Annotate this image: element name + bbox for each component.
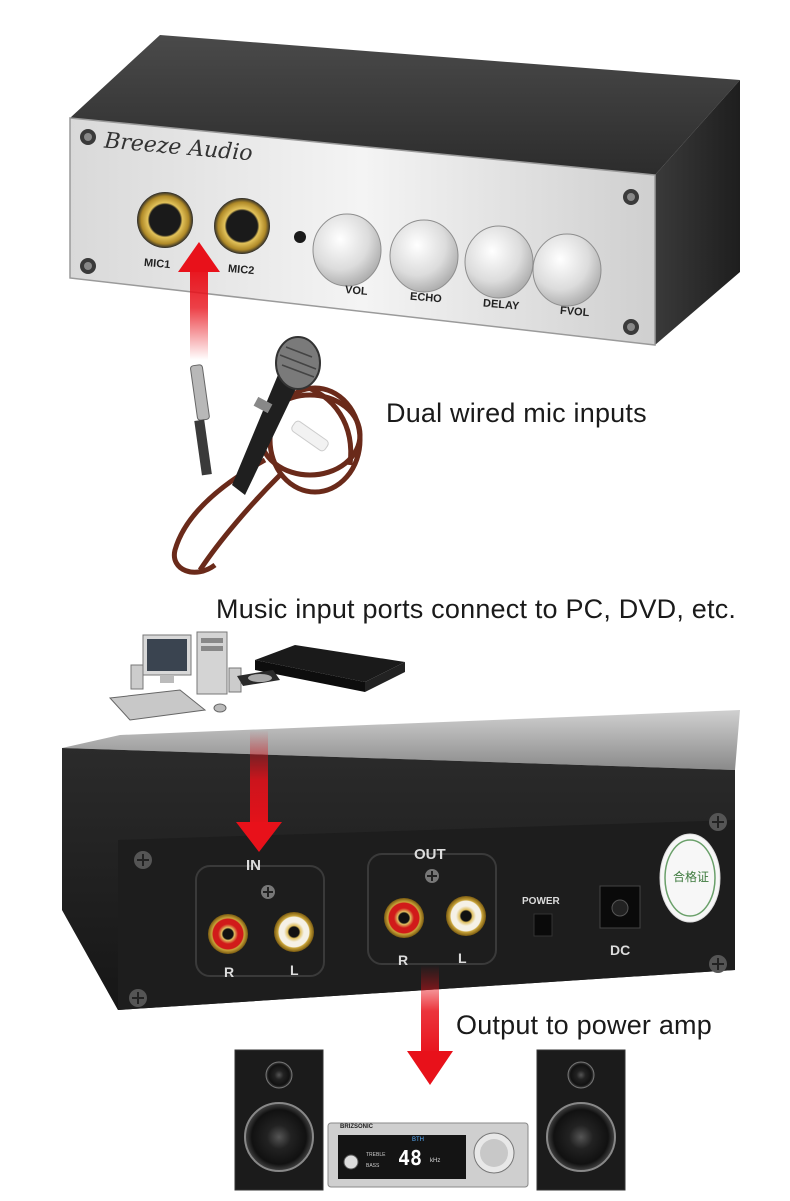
arrow-down-output-icon — [405, 965, 455, 1090]
screw-icon — [80, 129, 639, 335]
pc-dvd-image — [105, 630, 415, 725]
in-r-label: R — [224, 964, 235, 980]
mic1-label: MIC1 — [143, 256, 171, 272]
mic2-label: MIC2 — [227, 262, 255, 278]
rca-out-right — [384, 898, 424, 938]
caption-music-input: Music input ports connect to PC, DVD, et… — [216, 594, 737, 624]
rca-in-right — [208, 914, 248, 954]
out-label: OUT — [414, 846, 446, 863]
rca-out-left — [446, 896, 486, 936]
led-indicator — [294, 231, 306, 243]
out-l-label: L — [458, 950, 467, 966]
certificate-sticker — [659, 833, 721, 923]
amp-brand: BRIZSONIC — [340, 1124, 373, 1130]
speakers-amp-image: BRIZSONIC BTH TREBLE BASS 48 kHz — [230, 1045, 630, 1195]
dc-label: DC — [610, 942, 631, 958]
knob-group — [312, 213, 602, 307]
mic2-jack — [214, 198, 270, 254]
front-panel-device: Breeze Audio MIC1 MIC2 VOL ECHO DELAY FV… — [0, 0, 790, 360]
amp-badge: BTH — [412, 1137, 424, 1143]
screw-icon — [129, 813, 727, 1007]
rca-in-left — [274, 912, 314, 952]
amp-display-value: 48 — [398, 1146, 423, 1170]
microphone-image — [160, 325, 380, 590]
out-r-label: R — [398, 952, 409, 968]
knob-label-vol: VOL — [344, 284, 369, 298]
knob-label-fvol: FVOL — [559, 304, 590, 320]
mic1-jack — [137, 192, 193, 248]
sticker-text: 合格证 — [673, 870, 710, 884]
in-l-label: L — [290, 962, 299, 978]
power-label: POWER — [522, 896, 560, 907]
arrow-up-icon — [178, 242, 220, 360]
in-label: IN — [246, 857, 261, 874]
caption-output: Output to power amp — [456, 1010, 712, 1040]
arrow-down-icon — [236, 730, 282, 852]
power-switch — [533, 913, 553, 937]
caption-mic-inputs: Dual wired mic inputs — [386, 398, 647, 428]
rear-panel-device: IN OUT R L R L POWER DC 合格证 — [0, 700, 790, 1030]
amp-bass-label: BASS — [366, 1163, 380, 1169]
amp-treble-label: TREBLE — [366, 1152, 386, 1158]
amp-display-unit: kHz — [430, 1158, 441, 1164]
